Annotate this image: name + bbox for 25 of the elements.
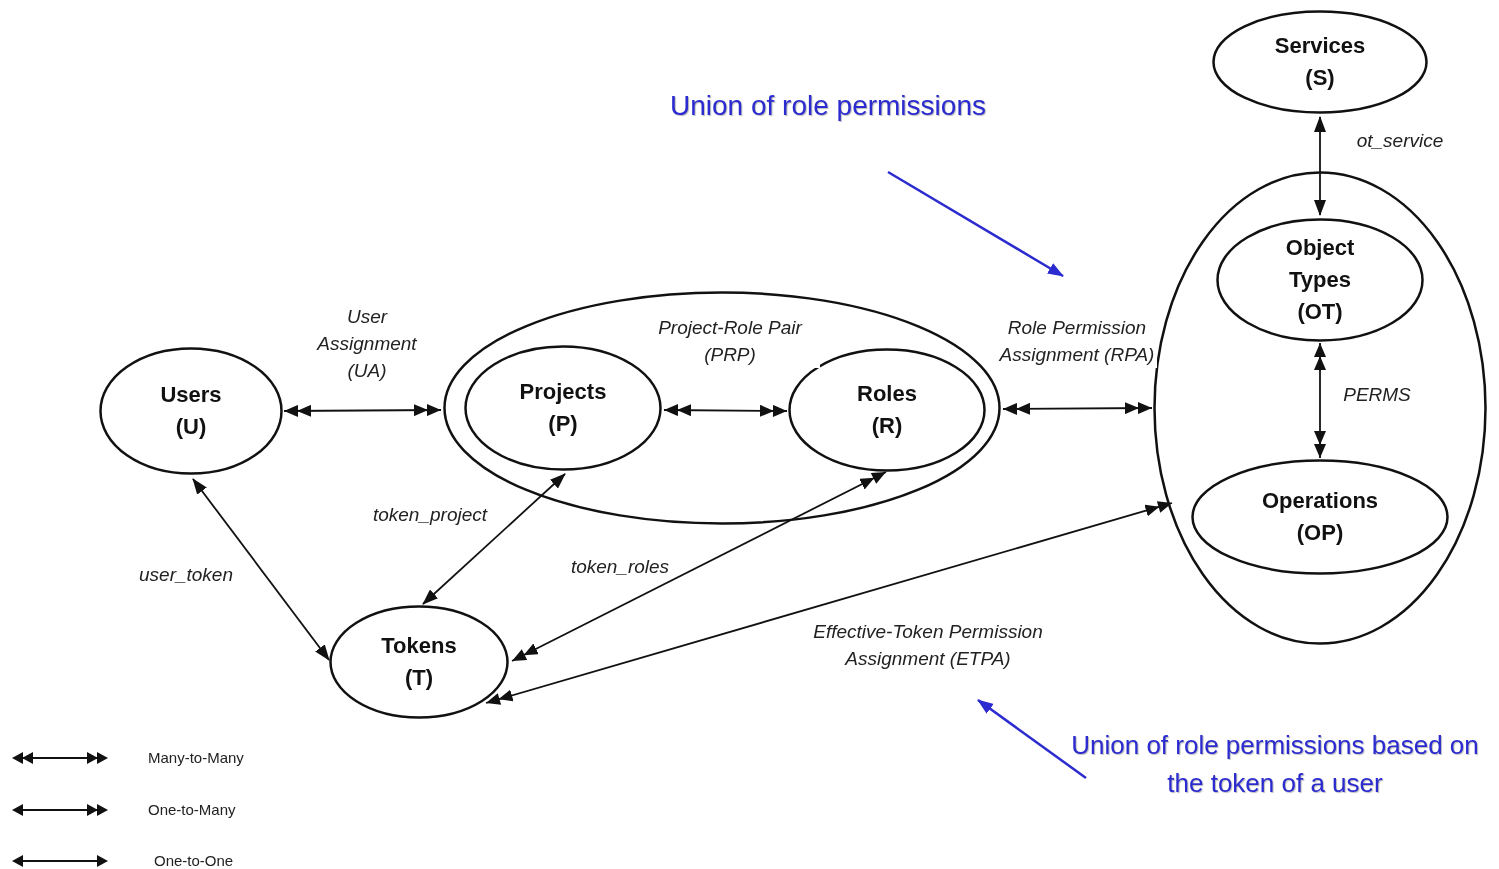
annotation-text: Union of role permissions	[638, 87, 1018, 125]
arrow	[192, 478, 330, 661]
arrow	[1314, 116, 1326, 216]
node-label: Projects (P)	[518, 378, 608, 438]
arrow	[422, 473, 566, 605]
node-label: Operations (OP)	[1260, 487, 1380, 547]
node-label: Object Types (OT)	[1284, 234, 1356, 326]
node-label: Tokens (T)	[380, 632, 458, 692]
legend-text: One-to-Many	[148, 801, 236, 818]
arrow	[977, 699, 1087, 779]
node-label: Services (S)	[1273, 32, 1367, 92]
arrow	[887, 170, 1064, 278]
legend-text: Many-to-Many	[148, 749, 244, 766]
annotation-text: Union of role permissions based on the token of a user	[1060, 726, 1490, 802]
node-label: Roles (R)	[856, 380, 918, 440]
entity-ellipse	[464, 345, 662, 471]
entity-ellipse	[1191, 459, 1449, 575]
entity-ellipse	[1216, 218, 1424, 342]
grouping-ellipse	[1153, 171, 1487, 645]
entity-ellipse	[788, 348, 986, 472]
entity-ellipse	[99, 347, 283, 475]
entity-ellipse	[329, 605, 509, 719]
legend-text: One-to-One	[154, 852, 234, 869]
entity-ellipse	[1212, 10, 1428, 114]
node-label: Users (U)	[159, 381, 223, 441]
